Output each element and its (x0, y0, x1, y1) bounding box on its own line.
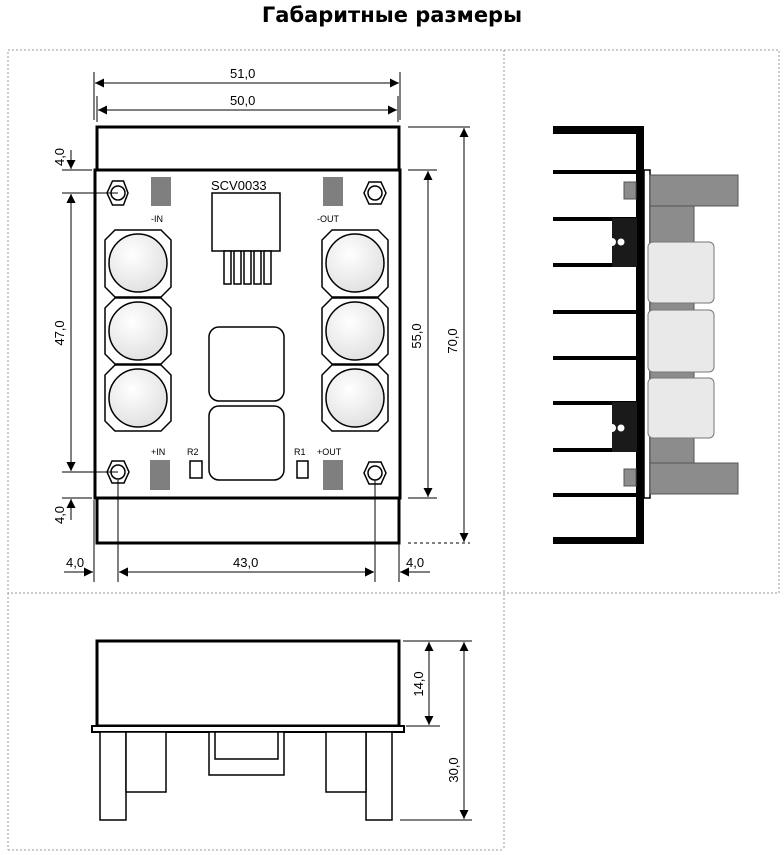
top-view: -IN -OUT +IN +OUT SCV0033 (52, 66, 470, 582)
side-capacitor (647, 377, 715, 439)
dim-bottom-offset: 4,0 (52, 506, 67, 524)
bottom-block (95, 496, 401, 545)
transistor-clamp (612, 402, 637, 452)
side-pin-block (649, 462, 739, 495)
chip-pins (223, 250, 272, 285)
inductor (208, 326, 285, 402)
dim-total-height: 30,0 (446, 757, 461, 782)
top-block (95, 125, 401, 172)
dim-right-offset: 4,0 (406, 555, 424, 570)
dim-width-outer: 51,0 (230, 66, 255, 81)
dim-left-offset: 4,0 (66, 555, 84, 570)
transistor-clamp (612, 218, 637, 267)
view-frames (7, 49, 780, 851)
chip-label: SCV0033 (211, 178, 267, 193)
chip-body (211, 192, 281, 252)
pad-plus-in (150, 460, 170, 490)
dim-height-board: 55,0 (409, 323, 424, 348)
side-view (553, 126, 739, 544)
pad-plus-out (323, 460, 343, 490)
capacitor (321, 364, 389, 432)
capacitor (104, 229, 172, 298)
capacitor (104, 297, 172, 365)
dim-top-offset: 4,0 (52, 148, 67, 166)
resistor-r2-label: R2 (187, 447, 199, 457)
dim-width-inner: 50,0 (230, 93, 255, 108)
pad-minus-out-label: -OUT (317, 214, 339, 224)
side-capacitor (647, 309, 715, 373)
resistor-r1-label: R1 (294, 447, 306, 457)
front-dimension-lines (400, 640, 472, 821)
dim-height-total: 70,0 (445, 328, 460, 353)
capacitor (104, 364, 172, 432)
front-view: 14,0 30,0 (91, 639, 472, 821)
page-title: Габаритные размеры (261, 3, 523, 27)
side-terminal (623, 468, 637, 487)
heatsink-fins (553, 126, 643, 544)
dimension-lines (62, 72, 470, 582)
pad-minus-in (151, 177, 171, 206)
mounting-hole (363, 461, 387, 485)
inductor (208, 405, 285, 481)
dim-hole-span-v: 47,0 (52, 320, 67, 345)
pad-plus-out-label: +OUT (317, 447, 342, 457)
side-capacitor (647, 241, 715, 304)
front-legs (99, 731, 393, 821)
pad-minus-out (323, 177, 343, 206)
front-body (95, 639, 401, 728)
side-terminal (623, 181, 637, 200)
pad-minus-in-label: -IN (151, 214, 163, 224)
capacitor (321, 297, 389, 365)
resistor-r2 (189, 460, 203, 479)
resistor-r1 (296, 460, 309, 479)
capacitor (321, 229, 389, 298)
heatsink-base (636, 126, 644, 544)
side-pin-block (649, 174, 739, 207)
front-pcb (91, 725, 405, 733)
mounting-hole (363, 181, 387, 205)
dim-body-height: 14,0 (411, 671, 426, 696)
dim-hole-span-h: 43,0 (233, 555, 258, 570)
pad-plus-in-label: +IN (151, 447, 165, 457)
